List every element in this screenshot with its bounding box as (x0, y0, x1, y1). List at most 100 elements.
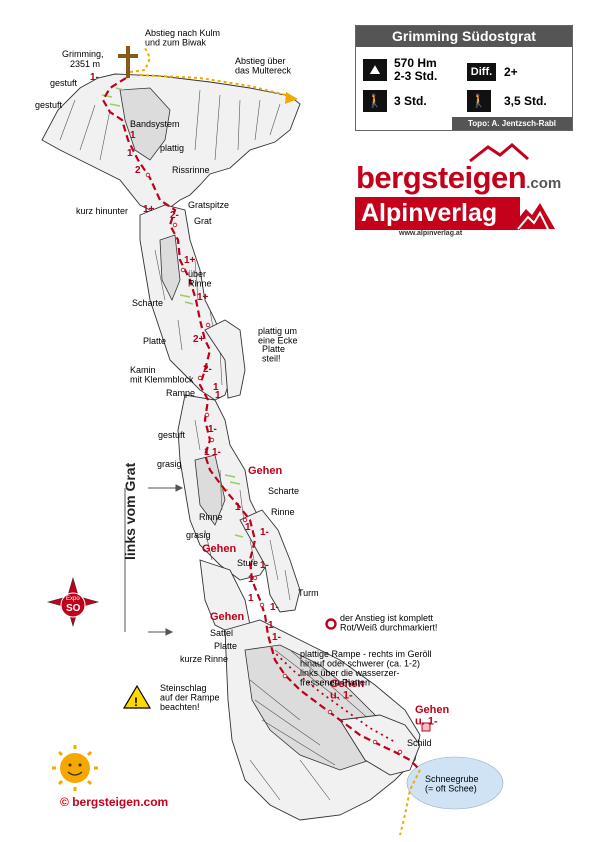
label-rampe: Rampe (166, 388, 195, 398)
topo-credit: Topo: A. Jentzsch-Rabl (452, 117, 572, 130)
route-grades: 1- 1 1 2 1+ 2- 1+ 1+ 2+ 2- 1 1 1- 1 1- 1… (90, 72, 281, 643)
summit-altitude: 2351 m (70, 59, 100, 69)
difficulty-value: 2+ (504, 65, 518, 79)
label-platte: Platte (143, 336, 166, 346)
descent-path-kulm (129, 47, 152, 73)
label-grasig: grasig (186, 530, 211, 540)
side-arrows (124, 484, 184, 636)
grade-label: 1- (90, 72, 99, 83)
route-dots (271, 649, 396, 743)
grade-label: 1+ (143, 204, 155, 215)
grass-marks (101, 87, 244, 538)
route-info-box: Grimming Südostgrat ⛰ 570 Hm 2-3 Std. Di… (355, 25, 573, 131)
grade-label: 1 (235, 502, 241, 513)
height-meters: 570 Hm (394, 56, 437, 70)
label-plattig: plattig (160, 143, 184, 153)
grade-label: 1 (204, 447, 210, 458)
label-gratspitze: Gratspitze (188, 200, 229, 210)
grade-label: 1 (248, 593, 254, 604)
route-title: Grimming Südostgrat (356, 26, 572, 47)
sun-logo-icon (52, 745, 98, 791)
label-rissrinne: Rissrinne (172, 165, 210, 175)
schneegrube-snowfield (406, 756, 504, 810)
bergsteigen-logo-main: bergsteigen (356, 160, 527, 195)
grade-label: 2+ (193, 334, 205, 345)
grade-label: 2 (135, 165, 141, 176)
summit-name: Grimming, (62, 49, 104, 59)
difficulty-badge: Diff. (467, 63, 496, 81)
rock-massif (41, 73, 421, 821)
climb-time: 2-3 Std. (394, 69, 438, 83)
alpinverlag-url: www.alpinverlag.at (399, 230, 463, 237)
label-rinne: Rinne (199, 512, 223, 522)
label-rinne: Rinne (271, 507, 295, 517)
label-schild: Schild (407, 738, 432, 748)
bergsteigen-logo: bergsteigen.com (356, 160, 561, 196)
label-gestuft: gestuft (158, 430, 186, 440)
grade-label: 1 (130, 130, 136, 141)
label-scharte: Scharte (268, 486, 299, 496)
label-scharte: Scharte (132, 298, 163, 308)
grade-label: 1- (212, 447, 221, 458)
label-platte: Platte (214, 641, 237, 651)
alpinverlag-logo-text: Alpinverlag (361, 199, 498, 227)
descent-arrow (285, 92, 298, 104)
alpinverlag-logo: Alpinverlag www.alpinverlag.at (355, 197, 555, 237)
summit-cross (118, 46, 138, 78)
grade-label: 1 (213, 382, 219, 393)
footer-copyright: © bergsteigen.com (60, 795, 169, 809)
footer-site: bergsteigen.com (72, 795, 169, 809)
grade-label: 1 (215, 390, 221, 401)
approach-hiker-icon: 🚶 (363, 90, 387, 112)
gehen-label: Gehen (248, 465, 283, 477)
route-markers (145, 172, 403, 755)
marking-ring-icon (325, 618, 337, 630)
alpinverlag-mountain-icon (510, 203, 555, 230)
label-gestuft: gestuft (35, 100, 63, 110)
label-turm: Turm (298, 588, 319, 598)
gehen-label: Gehen (202, 543, 237, 555)
descent-hiker-icon: 🚶 (467, 90, 491, 112)
label-kurz-hinunter: kurz hinunter (76, 206, 128, 216)
grade-label: 1+ (184, 255, 196, 266)
descent-time: 3,5 Std. (504, 94, 547, 108)
grade-label: 2- (203, 364, 212, 375)
bergsteigen-logo-com: .com (526, 175, 562, 192)
grade-label: 1- (272, 632, 281, 643)
label-stufe: Stufe (237, 558, 258, 568)
grade-label: 1- (260, 560, 269, 571)
grade-label: 1- (260, 527, 269, 538)
approach-time: 3 Std. (394, 94, 427, 108)
grade-label: 2- (170, 210, 179, 221)
side-note-links-vom-grat: links vom Grat (122, 462, 138, 560)
label-gestuft: gestuft (50, 78, 78, 88)
descent-path-multereck (139, 74, 291, 97)
label-sattel: Sattel (210, 628, 233, 638)
schild-sign (421, 722, 431, 732)
compass-expo: Expo (66, 596, 80, 602)
grade-label: 1 (268, 620, 274, 631)
grade-label: 1- (270, 602, 279, 613)
grade-label: 1 (248, 574, 254, 585)
note-schneegrube: Schneegrube(= oft Schee) (425, 774, 479, 794)
label-grat: Grat (194, 216, 212, 226)
grade-label: 1- (208, 424, 217, 435)
grade-label: 1+ (197, 292, 209, 303)
alpinverlag-logo-box: Alpinverlag (355, 197, 520, 230)
warning-icon-mark: ! (134, 695, 138, 709)
climb-wall-icon: ⛰ (363, 59, 387, 81)
route-line (101, 77, 421, 771)
compass-direction: SO (66, 603, 81, 614)
compass-icon: Expo SO (46, 576, 100, 628)
